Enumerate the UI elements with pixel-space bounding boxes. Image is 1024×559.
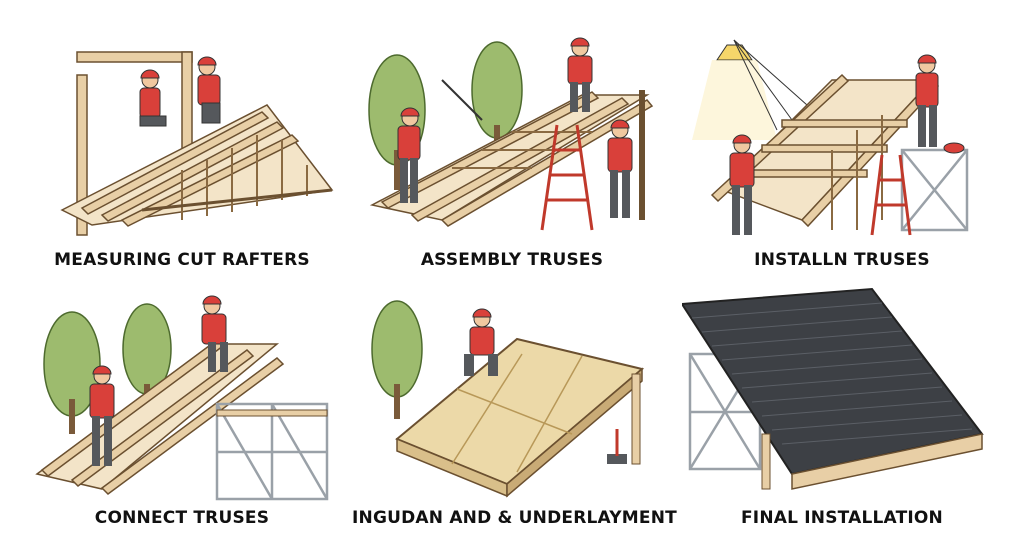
tree-icon bbox=[371, 300, 423, 419]
ladder-icon bbox=[540, 124, 594, 231]
rafters-illustration bbox=[60, 51, 334, 236]
step-panel-underlayment: INGUDAN AND & UNDERLAYMENT bbox=[352, 284, 677, 554]
worker-figure bbox=[139, 69, 167, 127]
worker-figure bbox=[915, 54, 939, 147]
scaffold-icon bbox=[215, 402, 329, 501]
step-caption: CONNECT TRUSES bbox=[94, 508, 270, 528]
shingled-roof-illustration bbox=[682, 287, 984, 490]
worker-figure bbox=[729, 134, 755, 235]
truss-install-illustration bbox=[692, 39, 969, 236]
worker-figure bbox=[89, 365, 115, 466]
worker-figure bbox=[567, 37, 593, 112]
ladder-icon bbox=[870, 154, 912, 236]
step-panel-final: FINAL INSTALLATION bbox=[682, 284, 1002, 554]
decking-illustration bbox=[371, 300, 645, 498]
step-caption: INSTALLN TRUSES bbox=[754, 250, 930, 270]
worker-figure bbox=[464, 308, 498, 376]
step-panel-install: INSTALLN TRUSES bbox=[682, 20, 1002, 290]
step-panel-connect: CONNECT TRUSES bbox=[22, 284, 342, 554]
lamp-icon bbox=[692, 44, 777, 140]
step-panel-assembly: ASSEMBLY TRUSES bbox=[352, 20, 672, 290]
connect-trusses-illustration bbox=[35, 295, 329, 501]
tool-icon bbox=[607, 429, 627, 464]
scaffold-icon bbox=[900, 148, 969, 232]
step-caption: MEASURING CUT RAFTERS bbox=[54, 250, 310, 270]
tree-icon bbox=[43, 311, 101, 434]
worker-figure bbox=[201, 295, 228, 372]
worker-figure bbox=[197, 56, 221, 124]
truss-assembly-illustration bbox=[368, 37, 654, 231]
step-caption: INGUDAN AND & UNDERLAYMENT bbox=[352, 508, 677, 528]
worker-figure bbox=[397, 107, 421, 203]
step-caption: ASSEMBLY TRUSES bbox=[420, 250, 604, 270]
worker-figure bbox=[607, 119, 633, 218]
step-panel-measuring: MEASURING CUT RAFTERS bbox=[22, 20, 342, 290]
step-caption: FINAL INSTALLATION bbox=[740, 508, 943, 528]
